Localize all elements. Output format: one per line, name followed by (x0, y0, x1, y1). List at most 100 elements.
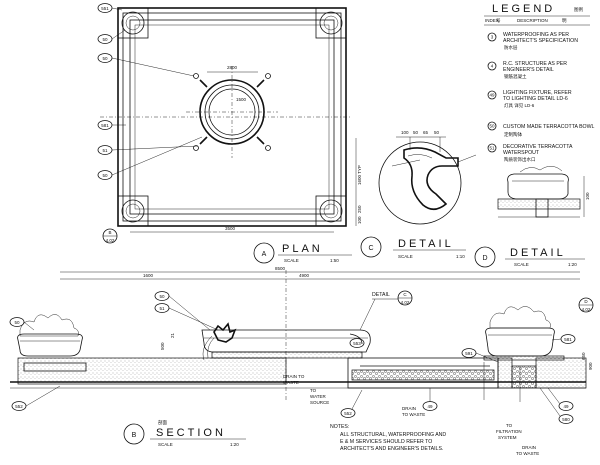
svg-text:陶质装饰出水口: 陶质装饰出水口 (504, 156, 536, 163)
legend-item: 4 R.C. STRUCTURE AS PER ENGINEER'S DETAI… (487, 61, 567, 80)
svg-text:DETAIL: DETAIL (510, 247, 566, 259)
svg-text:SYSTEM: SYSTEM (498, 435, 517, 440)
svg-text:FILTRATION: FILTRATION (496, 429, 522, 434)
svg-text:CUSTOM MADE TERRACOTTA BOWL: CUSTOM MADE TERRACOTTA BOWL (503, 124, 594, 130)
svg-text:D: D (482, 255, 487, 262)
svg-text:3500: 3500 (225, 226, 236, 231)
svg-text:DETAIL: DETAIL (372, 292, 390, 298)
svg-text:灯具 详见 LD-6: 灯具 详见 LD-6 (504, 102, 535, 109)
svg-text:4.02: 4.02 (106, 238, 115, 243)
plan-callouts: 551 50 50 581 51 50 (97, 3, 203, 180)
svg-text:650: 650 (581, 352, 586, 360)
svg-text:ENGINEER'S DETAIL: ENGINEER'S DETAIL (503, 67, 554, 73)
section-dimensions: 8500 1600 4900 21 500 650 900 (60, 266, 593, 400)
svg-text:PLAN: PLAN (282, 243, 323, 255)
svg-text:50: 50 (159, 294, 165, 299)
svg-text:B: B (108, 230, 111, 235)
svg-text:1600 TYP: 1600 TYP (357, 165, 362, 185)
svg-text:SCALE: SCALE (514, 262, 529, 267)
svg-text:图例: 图例 (574, 6, 583, 13)
svg-text:E & M SERVICES SHOULD REFER TO: E & M SERVICES SHOULD REFER TO (340, 439, 432, 445)
svg-text:4.02: 4.02 (401, 300, 410, 305)
svg-text:LIGHTING FIXTURE, REFER: LIGHTING FIXTURE, REFER (503, 90, 572, 96)
svg-text:TO WASTE: TO WASTE (516, 451, 539, 456)
section-pool (347, 357, 587, 402)
svg-text:SCALE: SCALE (398, 254, 413, 259)
svg-text:100: 100 (357, 216, 362, 224)
svg-text:明: 明 (562, 18, 567, 24)
legend-item: 50 CUSTOM MADE TERRACOTTA BOWL 定制陶钵 (487, 121, 594, 138)
svg-text:1:20: 1:20 (230, 442, 239, 447)
svg-text:WATERSPOUT: WATERSPOUT (503, 150, 540, 156)
svg-text:SCALE: SCALE (158, 442, 173, 447)
legend-item: 51 DECORATIVE TERRACOTTA WATERSPOUT 陶质装饰… (487, 143, 573, 163)
svg-text:A: A (262, 251, 267, 258)
svg-text:TO WASTE: TO WASTE (402, 412, 425, 417)
svg-text:1:10: 1:10 (456, 254, 465, 259)
svg-text:50: 50 (102, 56, 108, 61)
svg-text:250: 250 (357, 205, 362, 213)
section-title-block: B 剖面 SECTION SCALE 1:20 (123, 419, 246, 447)
section-callouts: 50 51 50 552 553 552 591 49 581 580 49 (9, 291, 576, 424)
svg-text:WATER: WATER (310, 394, 326, 399)
svg-text:551: 551 (101, 6, 109, 11)
svg-text:51: 51 (102, 148, 108, 153)
svg-text:B: B (132, 432, 137, 439)
svg-text:4900: 4900 (299, 273, 310, 278)
svg-text:INDEX: INDEX (485, 18, 499, 23)
section-notes: NOTES: ALL STRUCTURAL, WATERPROOFING AND… (330, 424, 446, 452)
svg-text:100: 100 (585, 192, 590, 200)
svg-text:SECTION: SECTION (156, 427, 226, 439)
svg-text:WATERPROOFING AS PER: WATERPROOFING AS PER (503, 32, 569, 38)
svg-text:DRAIN: DRAIN (402, 406, 416, 411)
svg-text:552: 552 (344, 411, 352, 416)
legend-title: LEGEND (492, 3, 555, 15)
svg-text:100: 100 (401, 130, 409, 135)
svg-text:49: 49 (563, 404, 569, 409)
svg-text:DRAIN: DRAIN (522, 445, 536, 450)
svg-text:4.02: 4.02 (582, 307, 591, 312)
legend-panel: LEGEND 图例 INDEX 号 DESCRIPTION 明 3 WATERP… (484, 3, 594, 163)
svg-text:591: 591 (465, 351, 473, 356)
svg-text:WASTE: WASTE (283, 380, 299, 385)
centre-basin (186, 66, 278, 158)
svg-text:SCALE: SCALE (284, 258, 299, 263)
svg-text:剖面: 剖面 (158, 419, 167, 426)
section-left-bowl (17, 314, 83, 357)
svg-text:65: 65 (423, 130, 429, 135)
svg-text:1:50: 1:50 (330, 258, 339, 263)
svg-text:1600: 1600 (143, 273, 154, 278)
svg-text:防水层: 防水层 (504, 44, 518, 51)
svg-text:4: 4 (491, 64, 494, 69)
detail-d: 100 D DETAIL SCALE 1:20 (474, 166, 590, 268)
svg-text:900: 900 (588, 362, 593, 370)
section-detail-refs: DETAIL C 4.02 D 4.02 (359, 290, 594, 331)
svg-text:C: C (403, 292, 407, 297)
svg-text:50: 50 (14, 320, 20, 325)
svg-text:DRAIN TO: DRAIN TO (283, 374, 305, 379)
svg-text:49: 49 (489, 93, 495, 98)
detail-c: 100 50 65 50 C DETAIL SCALE 1:10 (360, 130, 477, 259)
svg-text:50: 50 (102, 37, 108, 42)
svg-text:R.C. STRUCTURE AS PER: R.C. STRUCTURE AS PER (503, 61, 567, 67)
legend-item: 3 WATERPROOFING AS PER ARCHITECT'S SPECI… (487, 32, 578, 51)
section-right-bowl (483, 306, 565, 361)
plan-title-block: A PLAN SCALE 1:50 (253, 242, 352, 264)
svg-text:号: 号 (496, 18, 501, 24)
svg-text:50: 50 (434, 130, 440, 135)
legend-item: 49 LIGHTING FIXTURE, REFER TO LIGHTING D… (487, 90, 572, 109)
svg-text:ALL STRUCTURAL, WATERPROOFING: ALL STRUCTURAL, WATERPROOFING AND (340, 432, 446, 438)
svg-text:1500: 1500 (236, 97, 247, 102)
svg-text:50: 50 (413, 130, 419, 135)
svg-text:TO: TO (310, 388, 317, 393)
svg-text:TO: TO (506, 423, 513, 428)
svg-text:580: 580 (562, 417, 570, 422)
svg-text:NOTES:: NOTES: (330, 424, 349, 430)
svg-text:ARCHITECT'S SPECIFICATION: ARCHITECT'S SPECIFICATION (503, 38, 578, 44)
svg-text:DETAIL: DETAIL (398, 238, 454, 250)
corner-bowls (117, 7, 347, 227)
svg-text:TO LIGHTING DETAIL LD-6: TO LIGHTING DETAIL LD-6 (503, 96, 568, 102)
svg-text:DESCRIPTION: DESCRIPTION (517, 18, 548, 23)
plan-view: 551 50 50 581 51 50 3500 2800 1500 1600 … (97, 3, 362, 264)
